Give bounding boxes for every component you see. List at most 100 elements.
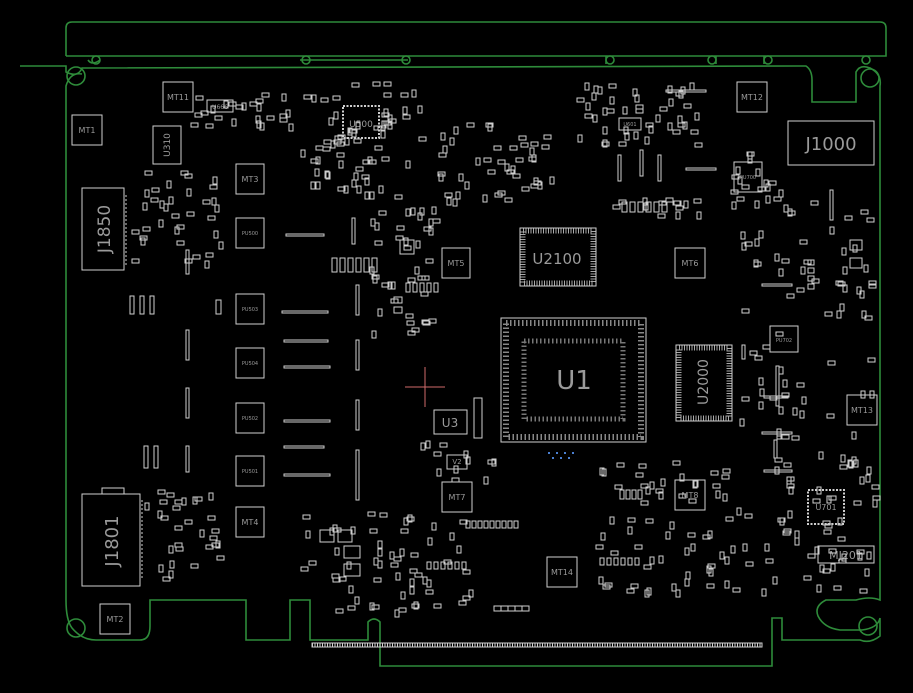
component-u500[interactable]: U500: [342, 105, 380, 139]
mt1-label: MT1: [79, 126, 96, 135]
ic-pin: [621, 201, 628, 213]
passive-part: [792, 407, 798, 416]
passive-part: [325, 171, 331, 180]
connector-j1850[interactable]: J1850: [81, 187, 127, 271]
component-u2000[interactable]: U2000: [675, 344, 733, 422]
passive-part: [456, 545, 462, 554]
passive-part: [668, 98, 674, 107]
mt1-box[interactable]: [71, 114, 103, 146]
passive-part: [464, 181, 470, 190]
passive-part: [485, 122, 494, 128]
passive-part: [543, 134, 552, 140]
passive-part: [333, 139, 342, 145]
connector-j1801[interactable]: J1801: [81, 487, 143, 587]
passive-part: [249, 101, 258, 107]
passive-part: [144, 189, 150, 198]
passive-part: [427, 537, 433, 546]
ic-pin: [613, 557, 619, 566]
mt3-label: MT3: [242, 175, 259, 184]
passive-part: [328, 117, 334, 126]
trace-pad: [763, 469, 793, 473]
u601-box[interactable]: [618, 117, 642, 131]
passive-part: [678, 90, 684, 99]
passive-part: [828, 548, 837, 554]
passive-part: [369, 602, 375, 611]
mt4-box[interactable]: [235, 506, 265, 538]
trace-pad: [665, 89, 707, 93]
trace-pad: [829, 189, 834, 221]
passive-part: [722, 468, 731, 474]
passive-part: [216, 555, 225, 561]
connector-j1000[interactable]: J1000: [787, 120, 875, 166]
component-u3[interactable]: U3: [433, 409, 468, 435]
passive-part: [801, 396, 807, 405]
pu702-box[interactable]: [769, 325, 799, 353]
passive-part: [822, 520, 831, 526]
passive-part: [369, 191, 375, 200]
passive-part: [377, 548, 383, 557]
mt8-box[interactable]: [674, 479, 706, 511]
passive-part: [195, 95, 204, 101]
mt12-box[interactable]: [736, 81, 768, 113]
capacitor: [129, 295, 135, 315]
mt11-label: MT11: [167, 93, 189, 102]
passive-part: [279, 113, 288, 119]
passive-part: [683, 200, 689, 209]
mt2-label: MT2: [107, 615, 124, 624]
passive-part: [337, 186, 346, 192]
component-u1[interactable]: U1: [500, 317, 647, 443]
passive-part: [730, 545, 736, 554]
passive-part: [688, 498, 697, 504]
passive-part: [192, 254, 201, 260]
passive-part: [398, 607, 407, 613]
passive-part: [409, 586, 415, 595]
mt5-box[interactable]: [441, 247, 471, 279]
passive-part: [259, 122, 265, 131]
pu502-box[interactable]: [235, 402, 265, 434]
mt14-box[interactable]: [546, 556, 578, 588]
passive-part: [393, 556, 402, 562]
mt11-box[interactable]: [162, 81, 194, 113]
pu504-box[interactable]: [235, 347, 265, 379]
v2-box[interactable]: [446, 454, 468, 470]
slot-7: [861, 55, 871, 65]
passive-part: [869, 390, 875, 399]
passive-part: [409, 578, 415, 587]
passive-part: [643, 564, 652, 570]
passive-part: [437, 171, 446, 177]
passive-part: [754, 200, 760, 209]
pu500-box[interactable]: [235, 217, 265, 249]
passive-part: [755, 168, 761, 177]
passive-part: [706, 565, 712, 574]
passive-part: [710, 470, 719, 476]
component-u310[interactable]: U310: [152, 125, 182, 165]
passive-part: [396, 225, 405, 231]
component-u2100[interactable]: U2100: [519, 227, 597, 287]
passive-part: [635, 104, 644, 110]
board-outline: [20, 21, 887, 667]
mt13-box[interactable]: [846, 394, 878, 426]
pu503-box[interactable]: [235, 293, 265, 325]
passive-part: [369, 528, 378, 534]
passive-part: [757, 186, 766, 192]
passive-part: [866, 466, 872, 475]
passive-part: [390, 281, 396, 290]
passive-part: [830, 563, 836, 572]
mt3-box[interactable]: [235, 163, 265, 195]
ic: [849, 239, 863, 251]
passive-part: [458, 600, 467, 606]
inductor: [185, 249, 190, 275]
passive-part: [837, 517, 843, 526]
mt2-box[interactable]: [99, 603, 131, 635]
passive-part: [417, 275, 426, 281]
pu501-box[interactable]: [235, 455, 265, 487]
mt6-box[interactable]: [674, 247, 706, 279]
passive-part: [400, 591, 406, 600]
passive-part: [722, 493, 728, 502]
ic-pin: [471, 520, 477, 529]
passive-part: [549, 176, 555, 185]
passive-part: [860, 390, 866, 399]
passive-part: [627, 526, 633, 535]
passive-part: [362, 159, 371, 165]
